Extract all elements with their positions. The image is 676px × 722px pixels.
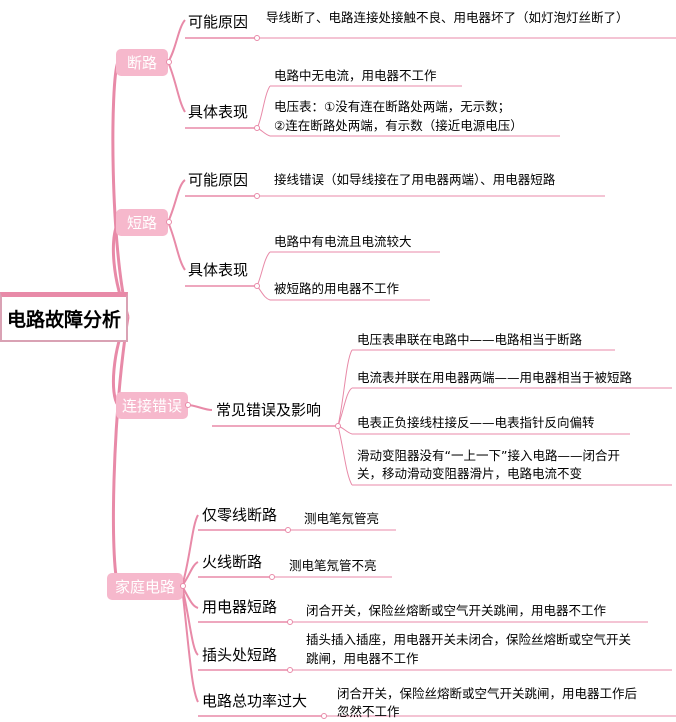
leaf-text: 电流表并联在用电器两端——用电器相当于被短路 (357, 370, 633, 385)
connector-dot (166, 219, 172, 225)
leaf-text: 被短路的用电器不工作 (274, 281, 400, 296)
sub-possible-cause: 可能原因 (188, 170, 249, 189)
sub-neutral-break: 仅零线断路 (202, 505, 278, 524)
leaf-text: 关，移动滑动变阻器滑片，电路电流不变 (357, 466, 583, 481)
sub-live-break: 火线断路 (202, 552, 263, 571)
sub-appliance-short: 用电器短路 (202, 597, 278, 616)
connector-dot (185, 402, 191, 408)
connector-dot (166, 59, 172, 65)
connector-dot (321, 713, 327, 719)
leaf-text: 测电笔氖管不亮 (289, 558, 377, 573)
connector-dot (287, 667, 293, 673)
leaf-text: 电压表：①没有连在断路处两端，无示数； (274, 99, 511, 114)
connector-dot (254, 193, 260, 199)
leaf-text: 忽然不工作 (337, 704, 400, 719)
leaf-text: 闭合开关，保险丝熔断或空气开关跳闸，用电器工作后 (337, 686, 638, 701)
sub-symptoms: 具体表现 (188, 102, 249, 121)
sub-plug-short: 插头处短路 (202, 645, 278, 664)
connector-dot (335, 423, 341, 429)
branch-disconnect: 断路 (116, 49, 168, 76)
sub-common-errors: 常见错误及影响 (216, 400, 322, 419)
leaf-text: 电表正负接线柱接反——电表指针反向偏转 (357, 415, 595, 430)
leaf-text: 滑动变阻器没有“一上一下”接入电路——闭合开 (357, 448, 620, 463)
connector-dot (254, 35, 260, 41)
connector-dot (180, 583, 186, 589)
leaf-text: 插头插入插座，用电器开关未闭合，保险丝熔断或空气开关 (306, 632, 632, 647)
branch-household-circuit: 家庭电路 (107, 573, 183, 600)
sub-symptoms: 具体表现 (188, 260, 249, 279)
leaf-text: 跳闸，用电器不工作 (306, 651, 419, 666)
connector-dot (254, 125, 260, 131)
leaf-text: 导线断了、电路连接处接触不良、用电器坏了（如灯泡灯丝断了） (266, 10, 629, 25)
leaf-text: ②连在断路处两端，有示数（接近电源电压） (274, 118, 523, 133)
leaf-text: 电路中无电流，用电器不工作 (274, 68, 437, 83)
branch-short-circuit: 短路 (116, 209, 168, 236)
branch-wiring-error: 连接错误 (116, 392, 188, 419)
connector-dot (285, 527, 291, 533)
leaf-text: 测电笔氖管亮 (304, 511, 380, 526)
leaf-text: 电路中有电流且电流较大 (274, 234, 412, 249)
connector-dot (269, 574, 275, 580)
sub-possible-cause: 可能原因 (188, 12, 249, 31)
root-topic: 电路故障分析 (0, 292, 128, 342)
leaf-text: 电压表串联在电路中——电路相当于断路 (357, 332, 583, 347)
leaf-text: 接线错误（如导线接在了用电器两端）、用电器短路 (274, 172, 556, 187)
connector-dot (287, 619, 293, 625)
leaf-text: 闭合开关，保险丝熔断或空气开关跳闸，用电器不工作 (306, 603, 607, 618)
sub-overload: 电路总功率过大 (202, 691, 308, 710)
connector-dot (254, 283, 260, 289)
